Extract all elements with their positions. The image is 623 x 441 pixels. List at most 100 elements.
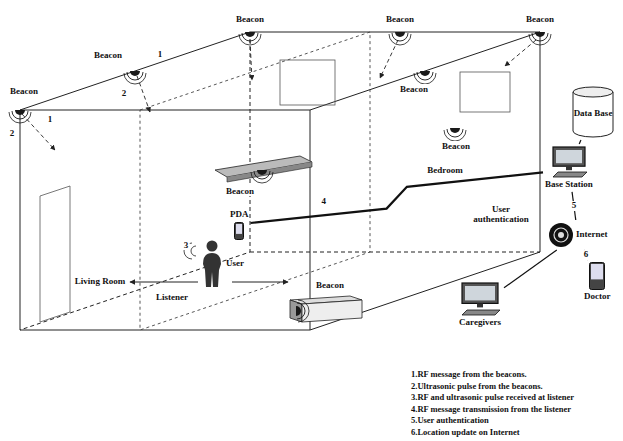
ultrasonic-pulse-arrows-part [137,76,150,112]
node-label: Base Station [545,180,593,190]
window-frames-part [40,186,70,322]
node-icon [589,262,605,290]
beacon-icons-part [124,71,146,84]
monitor-glass [465,286,495,300]
pda-body [235,222,244,239]
device-label: Listener [155,292,189,302]
user-figure: User [200,240,244,288]
step-list-item: 2.Ultrasonic pulse from the beacons. [410,382,544,392]
node-label: Doctor [584,292,611,302]
beacon-label: Beacon [93,50,123,60]
network-link [504,250,557,288]
monitor-screen [553,147,585,166]
partition-wall [140,32,370,330]
cylinder-body [573,92,613,137]
beacon-label: Beacon [399,84,429,94]
device-label: User authentication [468,204,534,225]
beacon-label: Beacon [235,14,265,24]
node-label: Caregivers [459,318,501,328]
callout-number: 2 [9,128,16,138]
pda-device: PDA [230,210,249,240]
callout-number: 1 [47,114,54,124]
beacon-icons-part [529,32,551,45]
node-label: Data Base [573,109,613,119]
ultrasonic-pulse-arrows-part [22,114,55,150]
monitor-stand [566,166,572,170]
room-label: Living Room [74,276,126,286]
beacon-label: Beacon [525,14,555,24]
movement-arrows-part [130,282,198,283]
movement-arrows-part [232,282,288,283]
step-list-item: 6.Location update on Internet [410,428,521,438]
beacon-label: Beacon [315,280,345,290]
room-wireframe-part [310,32,540,330]
monitor-glass [556,150,582,163]
keyboard [462,310,500,315]
cylinder-top [573,87,613,97]
pda-screen [591,264,603,279]
step-list-item: 5.User authentication [410,416,490,426]
window-frames-part [280,60,335,105]
monitor-screen [462,283,498,303]
node-label: User [226,259,244,269]
person-body [203,253,221,287]
pda-body [590,263,605,290]
node-icon [234,222,244,240]
room-wireframe-part [20,110,310,330]
beacon-icons-part [9,110,31,123]
network-link [579,140,581,144]
step-list-item: 1.RF message from the beacons. [410,370,528,380]
beacon-icons [9,32,551,322]
globe-disc [549,223,573,247]
callout-number: 3 [183,240,190,250]
beacon-icons-part [414,71,436,84]
listener-waves-part [191,246,196,256]
room-wireframe-part [20,32,540,110]
bed-part [227,162,312,182]
beacon-box-part [302,300,362,322]
partition-wall-part [140,32,370,330]
callout-number: 2 [121,88,128,98]
caregivers-computer: Caregivers [458,282,502,328]
bed [215,156,312,182]
beacon-icons-part [389,32,411,45]
node-icon [200,240,224,288]
beacon-label: Beacon [9,86,39,96]
keyboard [553,172,587,177]
callout-number: 5 [571,201,578,211]
node-icon [548,222,574,248]
beacon-box [290,296,362,322]
node-icon [549,146,589,178]
window-frames-part [460,72,510,112]
ultrasonic-pulse-arrows [22,40,536,150]
callout-number: 1 [157,49,164,59]
ultrasonic-pulse-arrows-part [250,40,252,80]
doctor-pda: Doctor [584,262,611,302]
internet-globe: Internet [548,222,608,248]
beacon-label: Beacon [385,14,415,24]
node-label: Internet [576,230,608,240]
node-label: PDA [230,210,249,220]
node-icon [458,282,502,316]
room-label: Bedroom [426,165,463,175]
ultrasonic-pulse-arrows-part [505,40,536,66]
step-list-item: 3.RF and ultrasonic pulse received at li… [410,393,575,403]
globe-core [558,232,564,238]
beacon-icons-part [251,170,273,183]
beacon-label: Beacon [225,186,255,196]
step-list-item: 4.RF message transmission from the liste… [410,405,572,415]
beacon-icons-part-part [296,300,309,322]
beacon-label: Beacon [441,141,471,151]
window-frames [40,60,510,322]
pda-screen [236,224,242,234]
callout-number: 6 [583,250,590,260]
database-cylinder: Data Base [572,86,614,138]
base-station-computer: Base Station [545,146,593,190]
person-head [207,241,218,252]
callout-number: 4 [320,197,327,207]
globe-ring [554,228,568,242]
monitor-stand [477,303,483,307]
ultrasonic-pulse-arrows-part [380,40,398,78]
beacon-icons-part [444,128,466,141]
